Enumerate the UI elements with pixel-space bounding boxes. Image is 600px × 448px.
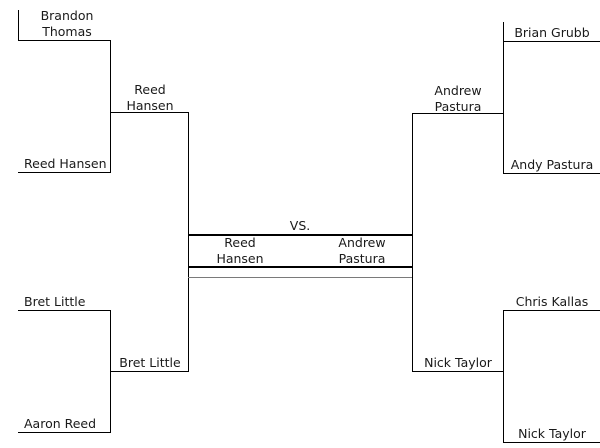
- final-box-top-rule: [188, 234, 412, 236]
- final-right-competitor-line2: Pastura: [338, 251, 386, 266]
- bracket-line-right-qf1-stub: [503, 22, 504, 41]
- slot-right-qf-4: Nick Taylor: [505, 426, 599, 441]
- bracket-connector-left-qf-top: [110, 40, 111, 173]
- bracket-connector-left-sf: [188, 112, 189, 372]
- final-right-competitor: Andrew Pastura: [314, 235, 410, 267]
- slot-right-qf-1-line1: Brian Grubb: [514, 25, 590, 40]
- slot-right-sf-1-line1: Andrew: [434, 83, 482, 98]
- final-vs-label: VS.: [188, 218, 412, 233]
- slot-left-qf-3-line1: Bret Little: [24, 294, 86, 309]
- slot-left-qf-1-line2: Thomas: [42, 24, 92, 39]
- slot-right-qf-2-line1: Andy Pastura: [510, 157, 594, 172]
- bracket-line-right-sf1: [412, 113, 503, 114]
- slot-right-qf-3-line1: Chris Kallas: [515, 294, 589, 309]
- bracket-connector-right-qf-bottom: [503, 310, 504, 443]
- slot-right-qf-1: Brian Grubb: [505, 25, 599, 40]
- slot-left-qf-1: Brandon Thomas: [24, 8, 110, 40]
- slot-left-sf-2-line1: Bret Little: [119, 355, 181, 370]
- slot-left-qf-2: Reed Hansen: [24, 156, 114, 171]
- slot-left-sf-1-line1: Reed: [134, 82, 166, 97]
- slot-left-qf-1-line1: Brandon: [40, 8, 94, 23]
- bracket-line-right-qf3: [503, 310, 600, 311]
- bracket-line-left-sf2: [110, 371, 188, 372]
- slot-left-qf-4-line1: Aaron Reed: [24, 416, 97, 431]
- bracket-connector-right-qf-top: [503, 41, 504, 174]
- bracket-line-right-qf4: [503, 442, 600, 443]
- final-box-bottom-rule: [188, 266, 412, 268]
- slot-left-sf-1: Reed Hansen: [112, 82, 188, 114]
- slot-right-qf-2: Andy Pastura: [505, 157, 599, 172]
- bracket-line-left-qf1: [18, 40, 110, 41]
- slot-right-sf-1: Andrew Pastura: [414, 83, 502, 115]
- bracket-line-left-qf2: [18, 172, 110, 173]
- final-box-under-rule: [188, 277, 412, 278]
- slot-left-sf-2: Bret Little: [112, 355, 188, 370]
- bracket-line-right-qf1: [503, 41, 600, 42]
- bracket-line-left-sf1: [110, 112, 188, 113]
- final-left-competitor: Reed Hansen: [192, 235, 288, 267]
- final-right-competitor-line1: Andrew: [338, 235, 386, 250]
- bracket-connector-right-sf: [412, 113, 413, 372]
- final-left-competitor-line2: Hansen: [216, 251, 264, 266]
- slot-left-qf-4: Aaron Reed: [24, 416, 114, 431]
- final-vs-text: VS.: [289, 218, 311, 233]
- slot-left-qf-3: Bret Little: [24, 294, 114, 309]
- final-left-competitor-line1: Reed: [224, 235, 256, 250]
- slot-right-qf-3: Chris Kallas: [505, 294, 599, 309]
- slot-left-sf-1-line2: Hansen: [126, 98, 174, 113]
- slot-right-sf-2: Nick Taylor: [414, 355, 502, 370]
- bracket-line-left-qf4: [18, 432, 110, 433]
- bracket-line-left-qf1-stub: [18, 10, 19, 41]
- slot-right-sf-2-line1: Nick Taylor: [424, 355, 492, 370]
- bracket-line-left-qf3: [18, 310, 110, 311]
- bracket-line-right-qf2: [503, 173, 600, 174]
- bracket-line-right-sf2: [412, 371, 503, 372]
- slot-right-qf-4-line1: Nick Taylor: [518, 426, 586, 441]
- slot-right-sf-1-line2: Pastura: [434, 99, 482, 114]
- slot-left-qf-2-line1: Reed Hansen: [24, 156, 107, 171]
